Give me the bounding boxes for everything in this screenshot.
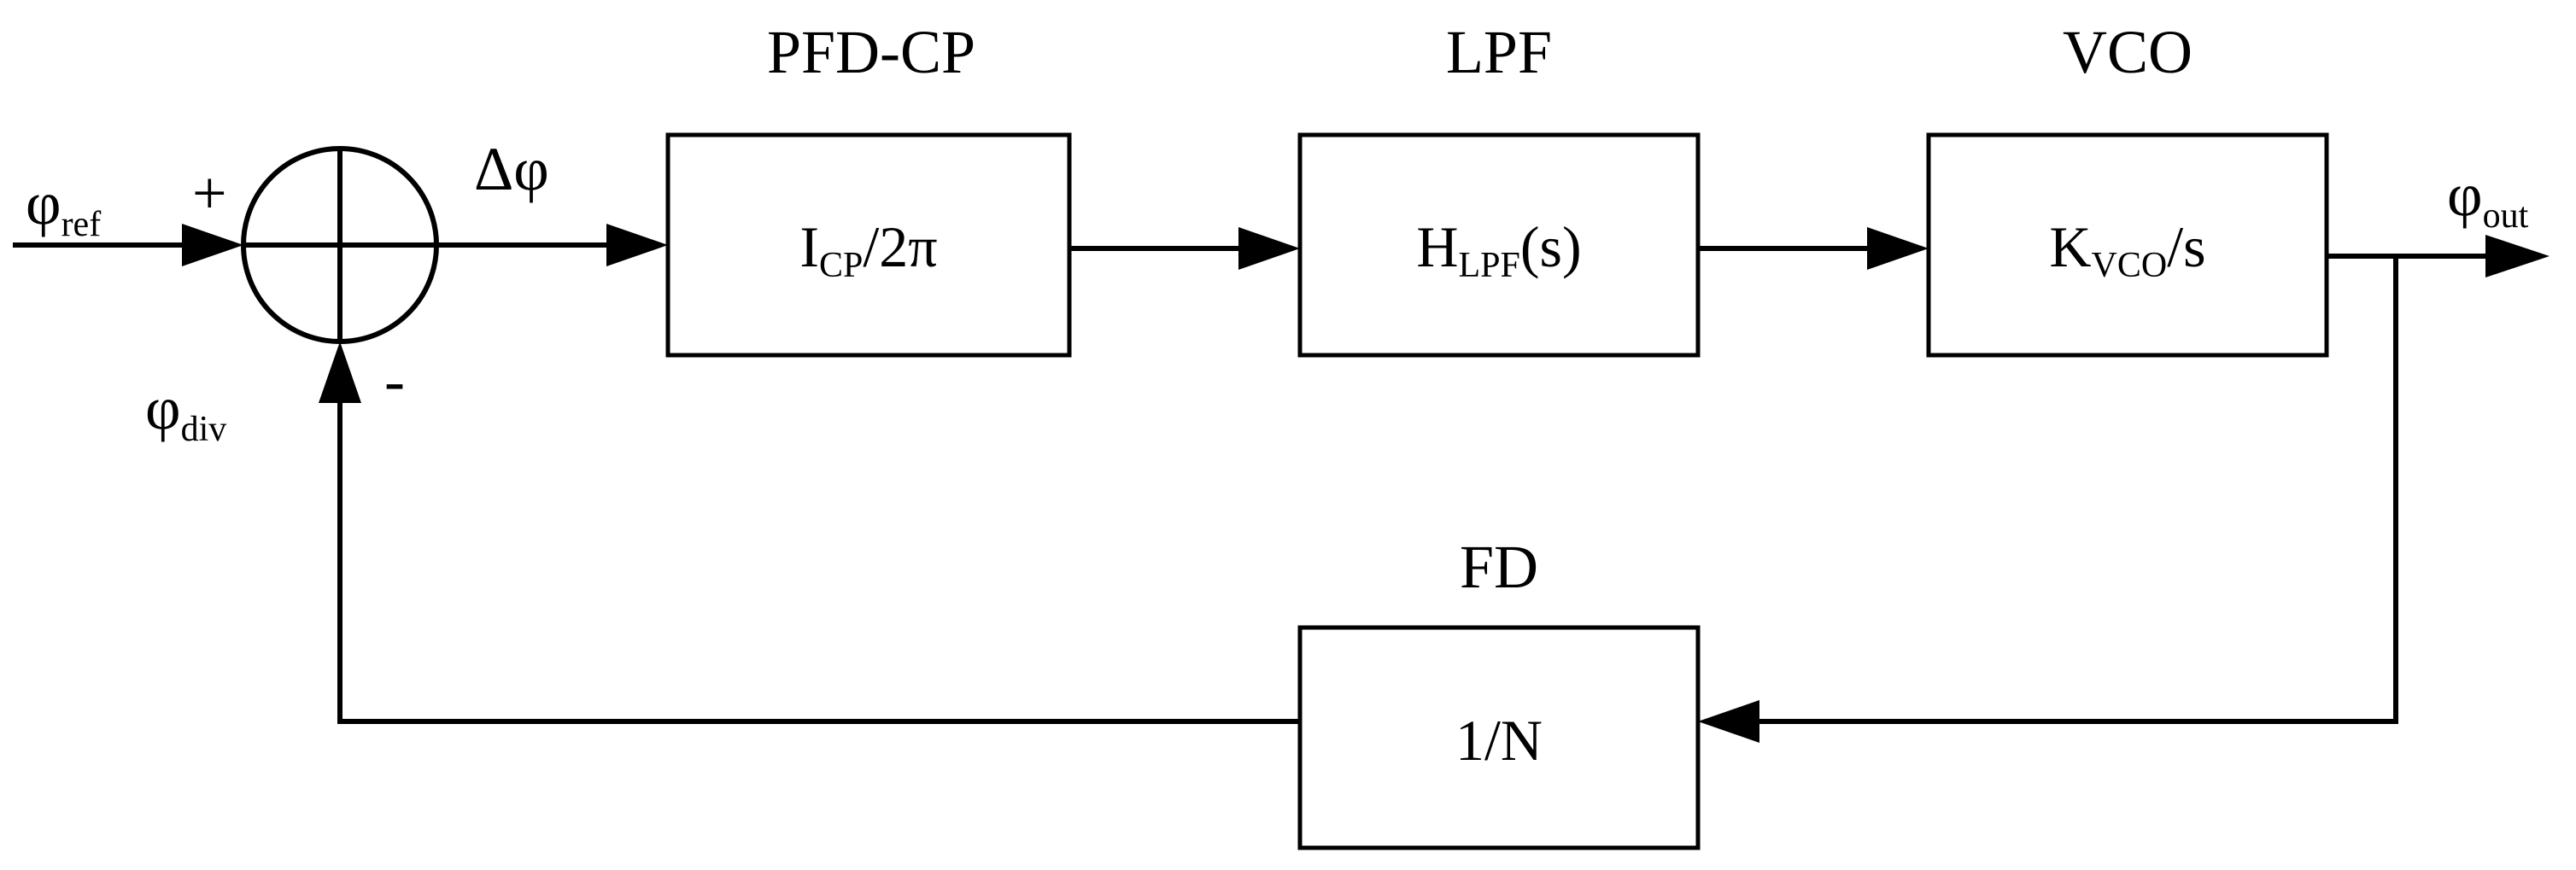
phi-div-label: φdiv [145,374,226,449]
delta-phi-label: Δφ [474,135,549,203]
lpf-transfer-function: HLPF(s) [1416,214,1581,285]
lpf-title: LPF [1446,18,1552,86]
plus-sign: + [192,159,227,227]
feedback-up-arrow [319,342,361,403]
feedback-line-left [337,401,1300,724]
input-arrow [182,224,243,266]
fd-transfer-function: 1/N [1455,708,1543,773]
vco-block [1926,132,2329,358]
fd-block [1297,625,1701,850]
minus-sign: - [384,347,405,415]
vco-transfer-function: KVCO/s [2049,214,2205,285]
feedback-arrow [1698,700,1759,743]
feedback-line-right [1751,256,2398,724]
lpf-block [1297,132,1701,358]
vco-title: VCO [2063,18,2193,86]
pfdcp-title: PFD-CP [767,18,975,86]
summing-junction [241,146,439,344]
pfdcp-lpf-arrow [1238,227,1300,270]
fd-title: FD [1460,533,1538,601]
phi-ref-label: φref [26,169,101,244]
error-arrow [606,224,668,266]
pfdcp-block [665,132,1072,358]
output-arrow [2485,235,2550,277]
lpf-vco-arrow [1867,227,1929,270]
phi-out-label: φout [2447,161,2529,236]
pfdcp-transfer-function: ICP/2π [799,214,937,285]
